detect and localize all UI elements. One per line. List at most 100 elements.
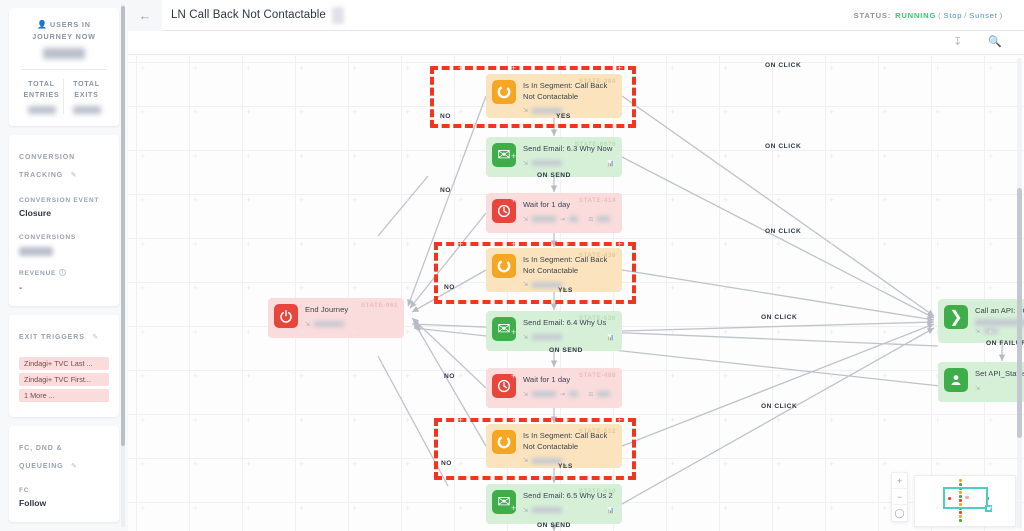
pencil-icon[interactable]: ✎ [92, 334, 99, 341]
node-state-id: STATE-512 [578, 428, 616, 435]
grid-cross-icon: + [352, 239, 358, 249]
grid-cross-icon: + [935, 63, 941, 73]
grid-cross-icon: + [140, 151, 146, 161]
grid-cross-icon: + [564, 371, 570, 381]
grid-cross-icon: + [670, 151, 676, 161]
exit-trigger-item[interactable]: Zindagi+ TVC Last ... [19, 357, 109, 370]
back-arrow-icon[interactable]: ← [128, 0, 162, 31]
grid-cross-icon: + [140, 195, 146, 205]
info-icon[interactable]: i [59, 269, 67, 276]
grid-cross-icon: + [405, 415, 411, 425]
node-segment-3[interactable]: Is In Segment: Call Back Not Contactable… [486, 424, 622, 468]
exit-trigger-item[interactable]: Zindagi+ TVC First... [19, 373, 109, 386]
canvas-scrollbar-thumb[interactable] [1017, 188, 1022, 438]
users-chip-icon: ⇲ [523, 458, 529, 464]
grid-cross-icon: + [723, 107, 729, 117]
grid-cross-icon: + [617, 239, 623, 249]
node-title: Is In Segment: Call Back Not Contactable [523, 255, 608, 275]
grid-cross-icon: + [776, 151, 782, 161]
pencil-icon[interactable]: ✎ [70, 172, 77, 179]
grid-cross-icon: + [140, 107, 146, 117]
exit-triggers-label: EXIT TRIGGERS [19, 334, 85, 341]
node-title: Send Email: 6.3 Why Now [523, 144, 613, 153]
fc-value: Follow [19, 498, 47, 508]
grid-cross-icon: + [882, 415, 888, 425]
edge-label-yes: YES [556, 113, 571, 120]
grid-cross-icon: + [776, 107, 782, 117]
grid-cross-icon: + [988, 415, 994, 425]
fc-dnd-queueing-card: FC, DND & QUEUEING ✎ FC Follow [9, 426, 119, 522]
node-wait-1[interactable]: Wait for 1 day ⇲ ⇥ ⚖ STATE-414 [486, 193, 622, 233]
node-end-journey[interactable]: End Journey ⇲ STATE-961 [268, 298, 404, 338]
node-metrics: ⇲ ⇥ ⚖ [523, 216, 614, 223]
node-metric-value [532, 507, 563, 513]
user-icon [944, 368, 968, 392]
grid-cross-icon: + [140, 283, 146, 293]
entry-chip-icon: ⇲ [523, 391, 529, 398]
pencil-icon[interactable]: ✎ [71, 463, 77, 470]
grid-cross-icon: + [988, 63, 994, 73]
grid-cross-icon: + [458, 107, 464, 117]
grid-cross-icon: + [723, 151, 729, 161]
grid-cross-icon: + [935, 151, 941, 161]
grid-cross-icon: + [723, 283, 729, 293]
node-metric-value [532, 281, 563, 288]
grid-cross-icon: + [299, 459, 305, 469]
node-title: Wait for 1 day [523, 200, 571, 209]
grid-cross-icon: + [617, 63, 623, 73]
minimap-resize-handle[interactable] [985, 505, 992, 512]
node-set-attribute[interactable]: Set API_Status to FAIL ⇲ STATE-2276 [938, 362, 1024, 402]
sidebar-scrollbar-thumb[interactable] [121, 6, 125, 446]
edge-label-on-failure: ON FAILURE [986, 340, 1024, 347]
grid-cross-icon: + [405, 371, 411, 381]
node-segment-1[interactable]: Is In Segment: Call Back Not Contactable… [486, 74, 622, 118]
node-email-2[interactable]: ✉ Send Email: 6.4 Why Us ⇲ 📊 STATE-536 [486, 311, 622, 351]
grid-cross-icon: + [246, 415, 252, 425]
revenue-field: REVENUEi - [19, 268, 109, 294]
grid-cross-icon: + [564, 327, 570, 337]
users-chip-icon: ⇲ [975, 385, 981, 392]
grid-cross-icon: + [352, 107, 358, 117]
page-title: LN Call Back Not Contactable [171, 9, 326, 21]
node-email-3[interactable]: ✉ Send Email: 6.5 Why Us 2 ⇲ 📊 STATE-610 [486, 484, 622, 524]
edge-label-on-click: ON CLICK [765, 143, 802, 150]
sunset-link[interactable]: Sunset [969, 10, 998, 20]
chevron-right-icon: ❯ [944, 305, 968, 329]
download-icon[interactable]: ↧ [953, 36, 963, 48]
journey-flow-canvas[interactable]: Is In Segment: Call Back Not Contactable… [128, 56, 1024, 531]
node-wait-2[interactable]: Wait for 1 day ⇲ ⇥ ⚖ STATE-488 [486, 368, 622, 408]
node-call-api[interactable]: ❯ Call an API: POST ⇲ STATE-2237 [938, 299, 1024, 343]
grid-cross-icon: + [776, 239, 782, 249]
grid-cross-icon: + [670, 239, 676, 249]
exit-triggers-card: EXIT TRIGGERS ✎ Zindagi+ TVC Last ... Zi… [9, 315, 119, 417]
total-entries-stat: TOTAL ENTRIES [19, 79, 64, 114]
grid-cross-icon: + [829, 63, 835, 73]
segment-target-icon [492, 80, 516, 104]
node-title: Send Email: 6.5 Why Us 2 [523, 491, 613, 500]
exit-trigger-more[interactable]: 1 More ... [19, 389, 109, 402]
grid-cross-icon: + [140, 239, 146, 249]
search-icon[interactable]: 🔍 [988, 36, 1002, 48]
grid-cross-icon: + [882, 503, 888, 513]
minimap[interactable] [914, 475, 1016, 527]
grid-cross-icon: + [617, 195, 623, 205]
chart-icon: 📊 [606, 160, 614, 167]
node-email-1[interactable]: ✉ Send Email: 6.3 Why Now ⇲ 📊 STATE-8670 [486, 137, 622, 177]
envelope-icon: ✉ [492, 317, 516, 341]
grid-cross-icon: + [723, 415, 729, 425]
node-title: Send Email: 6.4 Why Us [523, 318, 607, 327]
grid-cross-icon: + [299, 283, 305, 293]
zoom-out-button[interactable]: − [892, 489, 907, 505]
stop-link[interactable]: Stop [943, 10, 963, 20]
fit-screen-button[interactable]: ◯ [894, 507, 905, 518]
grid-cross-icon: + [776, 371, 782, 381]
grid-cross-icon: + [829, 195, 835, 205]
grid-cross-icon: + [458, 371, 464, 381]
minimap-viewport[interactable] [943, 487, 988, 509]
edge-label-on-send: ON SEND [537, 522, 571, 529]
grid-cross-icon: + [935, 415, 941, 425]
zoom-in-button[interactable]: + [892, 473, 907, 489]
node-segment-2[interactable]: Is In Segment: Call Back Not Contactable… [486, 248, 622, 292]
grid-cross-icon: + [246, 63, 252, 73]
grid-cross-icon: + [458, 283, 464, 293]
